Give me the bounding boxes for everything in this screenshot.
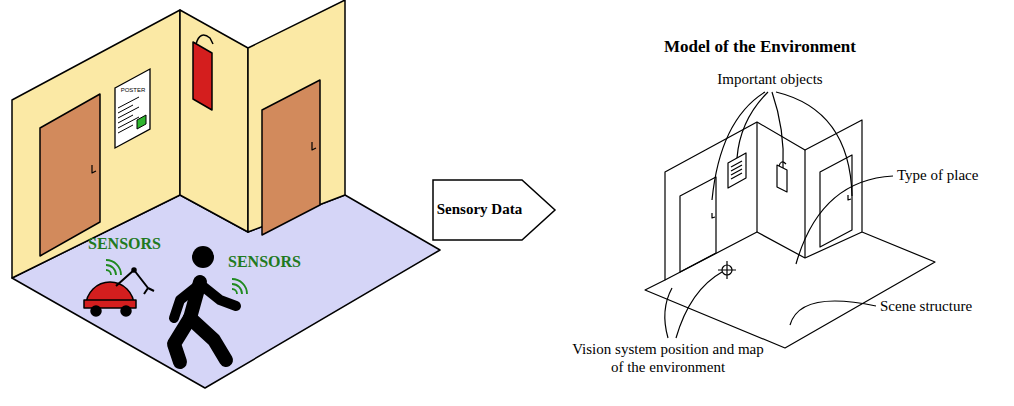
node-content: POSTER bbox=[113, 66, 153, 93]
door-handle bbox=[312, 142, 316, 150]
node-outline bbox=[113, 66, 153, 152]
node-content: Sensory Data bbox=[432, 178, 526, 227]
middle-wall bbox=[180, 10, 248, 232]
callout-label: Type of place bbox=[897, 166, 978, 184]
arrow-box: Sensory Data bbox=[432, 178, 557, 242]
title: Model of the Environment bbox=[664, 37, 856, 57]
sensor-waves bbox=[106, 260, 247, 294]
poster: POSTER bbox=[113, 66, 153, 152]
callout-label: Important objects bbox=[717, 70, 822, 88]
callout-label: Vision system position and map of the en… bbox=[568, 340, 768, 376]
sensor-label: SENSORS bbox=[88, 234, 161, 253]
right-door bbox=[262, 80, 320, 235]
poster-title: POSTER bbox=[113, 87, 153, 93]
robot bbox=[84, 268, 154, 316]
node-label: Sensory Data bbox=[435, 201, 524, 218]
door-handle bbox=[92, 165, 96, 173]
left-door bbox=[40, 94, 100, 256]
left-wall bbox=[12, 10, 180, 278]
fire-extinguisher bbox=[193, 42, 212, 110]
sensor-label: SENSORS bbox=[228, 252, 301, 271]
person bbox=[174, 246, 236, 362]
extinguisher-hose bbox=[196, 35, 213, 44]
callout-label: Scene structure bbox=[880, 297, 972, 315]
